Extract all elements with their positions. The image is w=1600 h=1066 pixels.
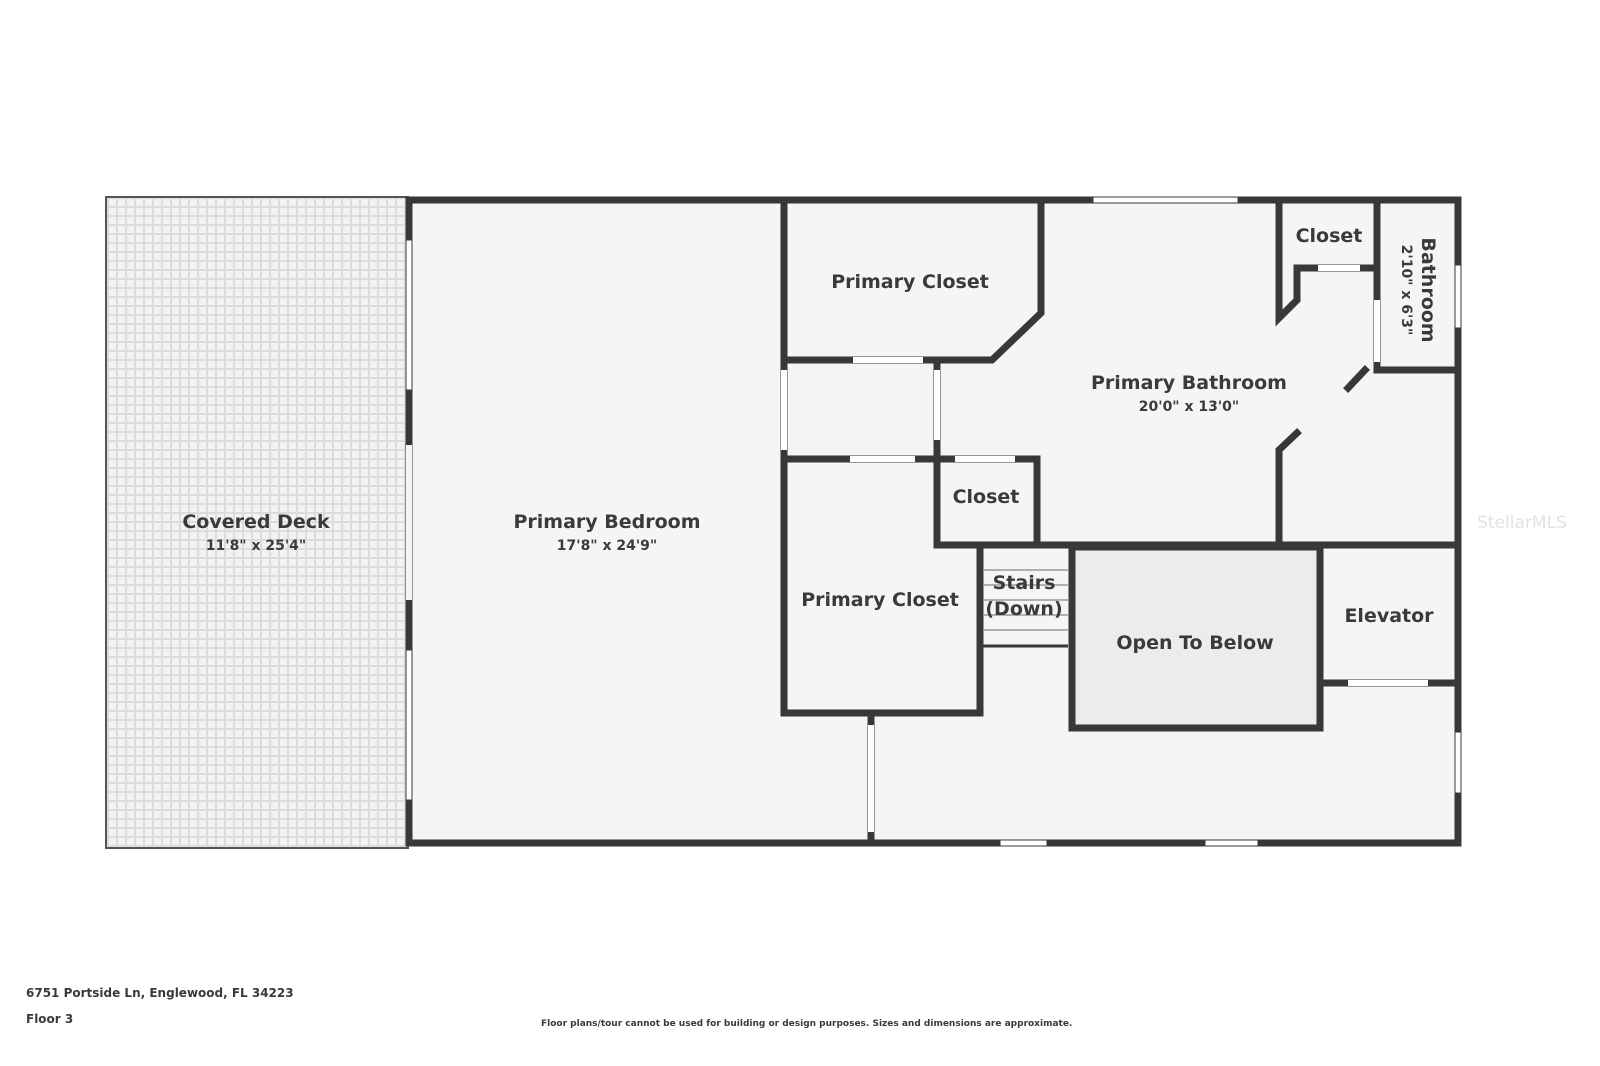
bathroom-dims: 2'10" x 6'3" [1398,245,1414,336]
primary-closet-lower-label: Primary Closet [801,589,959,611]
stairs-label-line2: (Down) [985,598,1062,620]
bathroom-label: Bathroom [1417,237,1439,342]
disclaimer-text: Floor plans/tour cannot be used for buil… [541,1019,1073,1029]
room-labels: Covered Deck 11'8" x 25'4" Primary Bedro… [182,225,1439,654]
doors-windows [405,196,1462,847]
watermark: StellarMLS [1477,513,1567,533]
closet-small-label: Closet [953,486,1020,508]
covered-deck-label: Covered Deck [182,511,330,533]
primary-bedroom-label: Primary Bedroom [513,511,700,533]
primary-bathroom-dims: 20'0" x 13'0" [1139,399,1239,415]
floor-label: Floor 3 [26,1012,74,1026]
address-text: 6751 Portside Ln, Englewood, FL 34223 [26,986,294,1000]
primary-closet-upper-label: Primary Closet [831,271,989,293]
covered-deck-dims: 11'8" x 25'4" [206,538,306,554]
stairs [983,569,1068,648]
stairs-label-line1: Stairs [993,572,1056,594]
open-to-below-label: Open To Below [1116,632,1273,654]
primary-bedroom-dims: 17'8" x 24'9" [557,538,657,554]
covered-deck-area [105,196,409,849]
closet-upper-label: Closet [1296,225,1363,247]
primary-bathroom-label: Primary Bathroom [1091,372,1287,394]
elevator-label: Elevator [1344,605,1434,627]
